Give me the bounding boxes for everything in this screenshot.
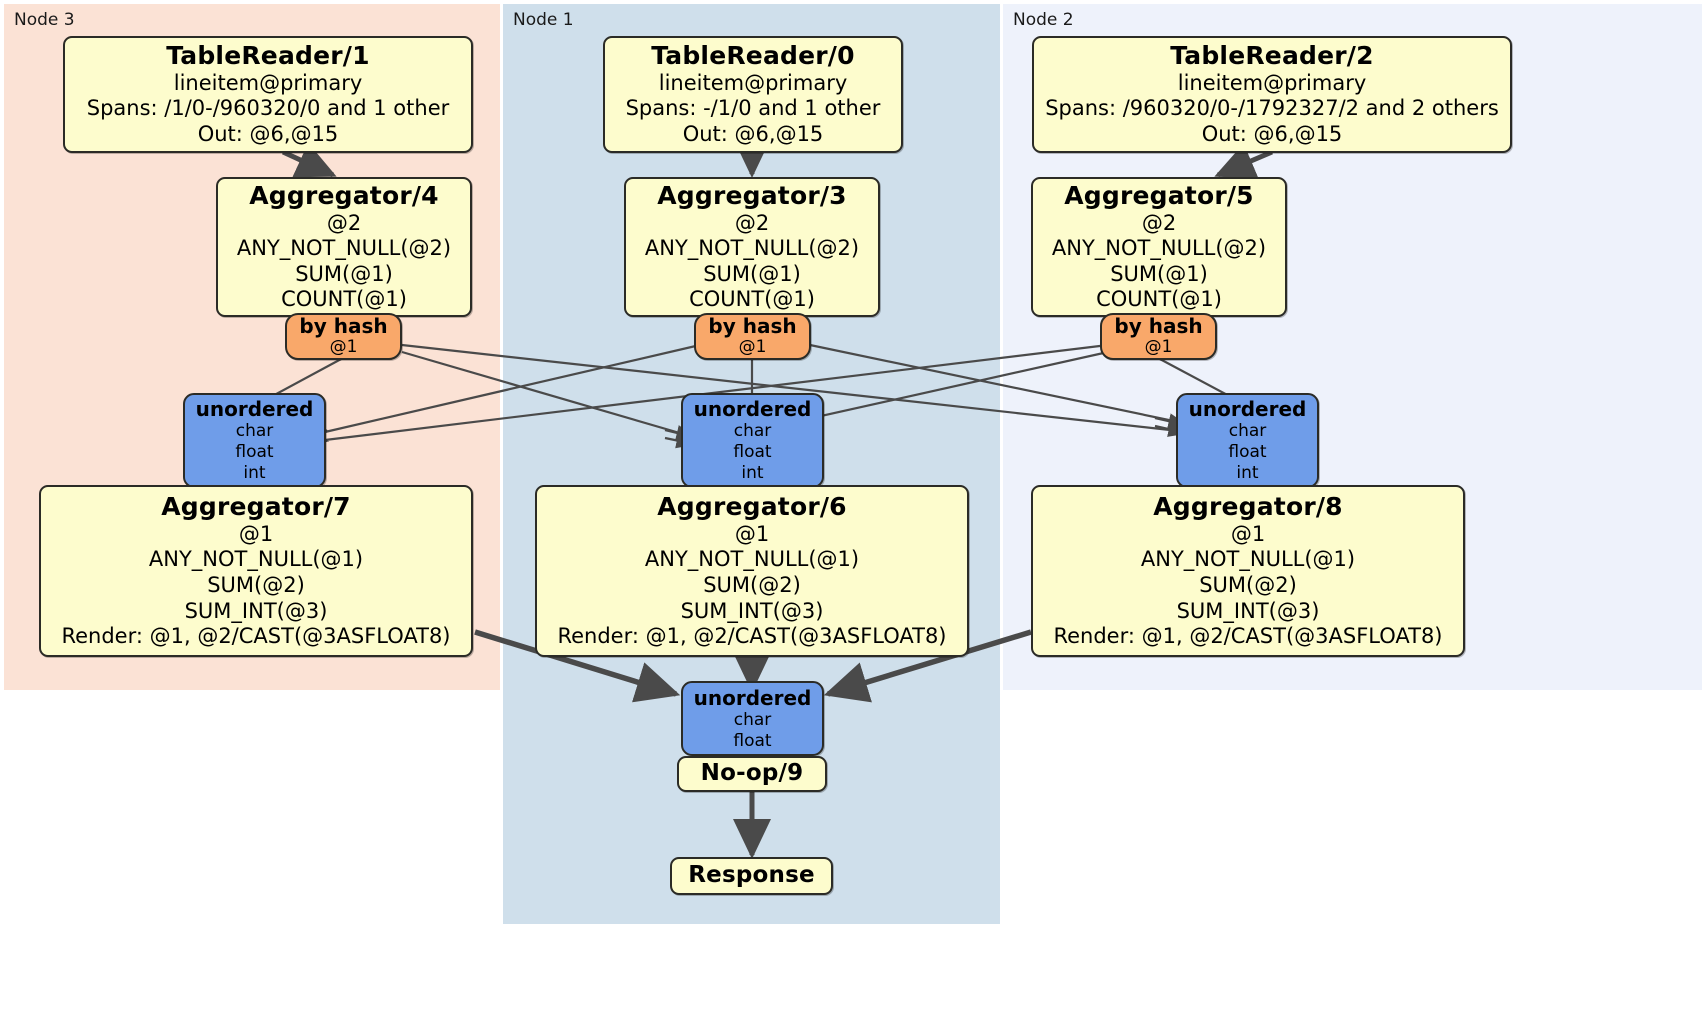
processor-line: Spans: /960320/0-/1792327/2 and 2 others: [1045, 96, 1499, 121]
sync-unordered-final[interactable]: unordered char float: [681, 681, 824, 756]
processor-title: Aggregator/6: [657, 492, 847, 522]
processor-line: ANY_NOT_NULL(@1): [644, 547, 860, 572]
processor-line: Spans: /1/0-/960320/0 and 1 other: [86, 96, 450, 121]
processor-aggregator-3[interactable]: Aggregator/3 @2 ANY_NOT_NULL(@2) SUM(@1)…: [624, 177, 880, 317]
sync-line: float: [733, 442, 772, 463]
sync-unordered-right[interactable]: unordered char float int: [1176, 393, 1319, 488]
sync-title: unordered: [1188, 397, 1307, 422]
processor-line: @2: [734, 210, 770, 235]
processor-line: Out: @6,@15: [197, 122, 339, 147]
sync-line: char: [733, 421, 772, 442]
processor-line: ANY_NOT_NULL(@1): [1140, 547, 1356, 572]
processor-line: @2: [326, 210, 362, 235]
processor-title: Aggregator/7: [161, 492, 351, 522]
sync-line: char: [1228, 421, 1267, 442]
processor-line: SUM_INT(@3): [1176, 598, 1320, 623]
processor-line: SUM(@1): [703, 261, 801, 286]
sync-line: float: [1228, 442, 1267, 463]
processor-line: COUNT(@1): [281, 287, 407, 312]
processor-title: Response: [688, 862, 815, 889]
processor-aggregator-7[interactable]: Aggregator/7 @1 ANY_NOT_NULL(@1) SUM(@2)…: [39, 485, 473, 657]
processor-title: No-op/9: [700, 760, 804, 787]
processor-line: COUNT(@1): [1096, 287, 1222, 312]
router-title: by hash: [1114, 314, 1203, 339]
processor-line: Render: @1, @2/CAST(@3ASFLOAT8): [557, 624, 947, 649]
sync-line: int: [741, 462, 764, 483]
router-by-hash-left[interactable]: by hash @1: [285, 313, 402, 360]
processor-line: SUM(@1): [1110, 261, 1208, 286]
processor-line: Out: @6,@15: [1201, 122, 1343, 147]
processor-line: Spans: -/1/0 and 1 other: [625, 96, 881, 121]
processor-tablereader-2[interactable]: TableReader/2 lineitem@primary Spans: /9…: [1032, 36, 1512, 153]
processor-line: ANY_NOT_NULL(@2): [1051, 236, 1267, 261]
processor-title: TableReader/1: [166, 41, 370, 71]
sync-line: float: [235, 442, 274, 463]
processor-line: Out: @6,@15: [682, 122, 824, 147]
processor-line: lineitem@primary: [1177, 70, 1367, 95]
sync-title: unordered: [693, 685, 812, 710]
processor-tablereader-1[interactable]: TableReader/1 lineitem@primary Spans: /1…: [63, 36, 473, 153]
processor-line: COUNT(@1): [689, 287, 815, 312]
node-band-label-node2: Node 2: [1013, 10, 1074, 30]
processor-line: SUM(@1): [295, 261, 393, 286]
processor-line: @1: [734, 521, 770, 546]
processor-line: @1: [1230, 521, 1266, 546]
processor-title: Aggregator/4: [249, 181, 439, 211]
processor-line: @1: [238, 521, 274, 546]
sync-unordered-mid[interactable]: unordered char float int: [681, 393, 824, 488]
processor-title: Aggregator/3: [657, 181, 847, 211]
processor-title: Aggregator/8: [1153, 492, 1343, 522]
processor-line: @2: [1141, 210, 1177, 235]
sync-unordered-left[interactable]: unordered char float int: [183, 393, 326, 488]
processor-aggregator-6[interactable]: Aggregator/6 @1 ANY_NOT_NULL(@1) SUM(@2)…: [535, 485, 969, 657]
sync-line: int: [243, 462, 266, 483]
node-band-label-node1: Node 1: [513, 10, 574, 30]
processor-line: SUM(@2): [703, 572, 801, 597]
processor-line: ANY_NOT_NULL(@2): [236, 236, 452, 261]
sync-line: char: [235, 421, 274, 442]
router-by-hash-mid[interactable]: by hash @1: [694, 313, 811, 360]
processor-aggregator-8[interactable]: Aggregator/8 @1 ANY_NOT_NULL(@1) SUM(@2)…: [1031, 485, 1465, 657]
processor-line: Render: @1, @2/CAST(@3ASFLOAT8): [61, 624, 451, 649]
processor-line: ANY_NOT_NULL(@1): [148, 547, 364, 572]
processor-title: TableReader/2: [1170, 41, 1374, 71]
processor-line: lineitem@primary: [658, 70, 848, 95]
processor-aggregator-5[interactable]: Aggregator/5 @2 ANY_NOT_NULL(@2) SUM(@1)…: [1031, 177, 1287, 317]
sync-title: unordered: [693, 397, 812, 422]
sync-line: float: [733, 730, 772, 751]
processor-line: SUM_INT(@3): [184, 598, 328, 623]
router-line: @1: [329, 337, 358, 358]
sync-title: unordered: [195, 397, 314, 422]
processor-line: lineitem@primary: [173, 70, 363, 95]
sync-line: int: [1236, 462, 1259, 483]
processor-title: Aggregator/5: [1064, 181, 1254, 211]
processor-aggregator-4[interactable]: Aggregator/4 @2 ANY_NOT_NULL(@2) SUM(@1)…: [216, 177, 472, 317]
router-title: by hash: [299, 314, 388, 339]
processor-response[interactable]: Response: [670, 857, 833, 895]
router-by-hash-right[interactable]: by hash @1: [1100, 313, 1217, 360]
processor-line: ANY_NOT_NULL(@2): [644, 236, 860, 261]
processor-line: SUM_INT(@3): [680, 598, 824, 623]
router-title: by hash: [708, 314, 797, 339]
sync-line: char: [733, 709, 772, 730]
router-line: @1: [738, 337, 767, 358]
router-line: @1: [1144, 337, 1173, 358]
processor-line: Render: @1, @2/CAST(@3ASFLOAT8): [1053, 624, 1443, 649]
processor-title: TableReader/0: [651, 41, 855, 71]
node-band-label-node3: Node 3: [14, 10, 75, 30]
processor-line: SUM(@2): [1199, 572, 1297, 597]
processor-no-op-9[interactable]: No-op/9: [677, 756, 827, 792]
processor-tablereader-0[interactable]: TableReader/0 lineitem@primary Spans: -/…: [603, 36, 903, 153]
processor-line: SUM(@2): [207, 572, 305, 597]
